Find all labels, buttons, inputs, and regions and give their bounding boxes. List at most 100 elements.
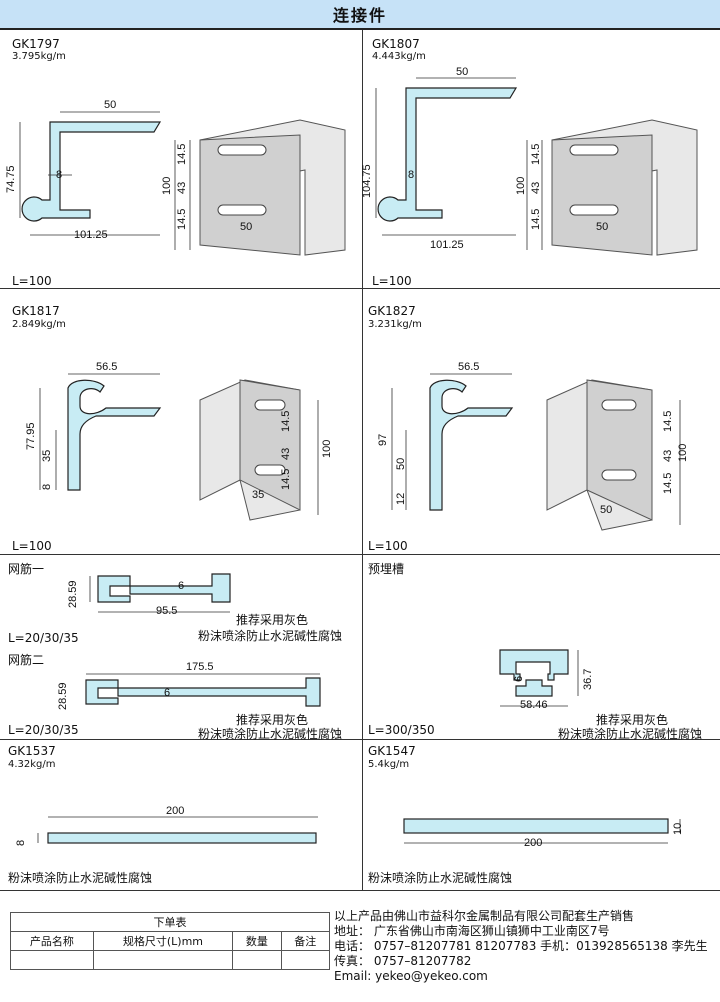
- order-table: 下单表 产品名称 规格尺寸(L)mm 数量 备注: [10, 912, 331, 970]
- dim-mid: 35: [41, 449, 53, 462]
- dim-w: 200: [524, 837, 543, 849]
- wangjin2-drawing: [85, 673, 321, 707]
- dim-mid: 50: [395, 457, 407, 470]
- grid-divider: [0, 554, 720, 555]
- dim-s1: 14.5: [530, 143, 542, 165]
- dim-slot: 35: [252, 489, 265, 501]
- header-quantity: 数量: [232, 931, 282, 951]
- product-length: L=100: [12, 539, 52, 553]
- grid-divider: [0, 288, 720, 289]
- dim-s2: 43: [176, 181, 188, 194]
- dim-t: 6: [164, 687, 171, 699]
- product-grid: [0, 30, 720, 891]
- order-cell[interactable]: [280, 950, 331, 970]
- wangjin1-drawing: [89, 573, 231, 613]
- product-code: GK1797: [12, 37, 60, 51]
- gk1537-drawing: [37, 816, 318, 844]
- note-color: 推荐采用灰色: [236, 713, 309, 727]
- product-code: GK1827: [368, 304, 416, 318]
- product-length: L=100: [12, 274, 52, 288]
- dim-slot: 50: [596, 221, 609, 233]
- product-code: 网筋二: [8, 653, 45, 667]
- phone-line: 电话： 0757–81207781 81207783 手机：0139285651…: [334, 939, 708, 953]
- product-weight: 4.443kg/m: [372, 51, 426, 62]
- gk1547-drawing: [403, 818, 681, 844]
- dim-side-height: 100: [515, 176, 527, 195]
- dim-s3: 14.5: [530, 208, 542, 230]
- dim-h: 36.7: [582, 668, 594, 690]
- product-weight: 3.231kg/m: [368, 319, 422, 330]
- page-title-bar: 连接件: [0, 0, 720, 30]
- dim-w: 95.5: [156, 605, 178, 617]
- order-cell[interactable]: [232, 950, 282, 970]
- yumaicao-drawing: [499, 649, 579, 707]
- dim-s3: 14.5: [280, 468, 292, 490]
- order-cell[interactable]: [92, 950, 234, 970]
- header-product-name: 产品名称: [10, 931, 94, 951]
- fax-line: 传真： 0757–81207782: [334, 954, 472, 968]
- note-coating: 粉沫喷涂防止水泥碱性腐蚀: [198, 629, 343, 643]
- dim-thick: 8: [408, 169, 415, 181]
- product-length: L=100: [368, 539, 408, 553]
- dim-top: 50: [104, 99, 117, 111]
- dim-height: 77.95: [25, 422, 37, 450]
- note-coating: 粉沫喷涂防止水泥碱性腐蚀: [368, 871, 513, 885]
- note-coating: 粉沫喷涂防止水泥碱性腐蚀: [558, 727, 703, 741]
- dim-side-height: 100: [677, 443, 689, 462]
- product-weight: 3.795kg/m: [12, 51, 66, 62]
- dim-s3: 14.5: [662, 472, 674, 494]
- dim-h: 28.59: [57, 682, 69, 710]
- gk1827-drawing: [391, 373, 681, 531]
- product-code: GK1817: [12, 304, 60, 318]
- dim-thick: 8: [56, 169, 63, 181]
- dim-t: 6: [513, 675, 525, 682]
- product-code: GK1537: [8, 744, 56, 758]
- dim-top: 50: [456, 66, 469, 78]
- dim-s3: 14.5: [176, 208, 188, 230]
- company-line: 以上产品由佛山市益科尔金属制品有限公司配套生产销售: [334, 909, 635, 923]
- gk1807-drawing: [375, 77, 698, 256]
- product-code: 预埋槽: [368, 562, 405, 576]
- dim-slot: 50: [240, 221, 253, 233]
- dim-w: 58.46: [520, 699, 548, 711]
- order-table-title: 下单表: [10, 912, 330, 932]
- note-coating: 粉沫喷涂防止水泥碱性腐蚀: [8, 871, 153, 885]
- dim-top: 56.5: [458, 361, 480, 373]
- dim-low: 12: [395, 492, 407, 505]
- dim-side-height: 100: [321, 439, 333, 458]
- product-weight: 2.849kg/m: [12, 319, 66, 330]
- dim-w: 200: [166, 805, 185, 817]
- email-line: Email: yekeo@yekeo.com: [334, 969, 488, 983]
- gk1797-drawing: [19, 111, 346, 256]
- dim-h: 28.59: [67, 580, 79, 608]
- product-weight: 4.32kg/m: [8, 759, 56, 770]
- order-cell[interactable]: [10, 950, 94, 970]
- dim-bottom: 101.25: [74, 229, 108, 241]
- dim-side-height: 100: [161, 176, 173, 195]
- note-coating: 粉沫喷涂防止水泥碱性腐蚀: [198, 727, 343, 741]
- grid-divider: [0, 890, 720, 891]
- page-title: 连接件: [332, 6, 387, 25]
- product-length: L=20/30/35: [8, 723, 79, 737]
- product-code: GK1547: [368, 744, 416, 758]
- dim-height: 104.75: [361, 164, 373, 198]
- product-length: L=20/30/35: [8, 631, 79, 645]
- dim-t: 6: [178, 580, 185, 592]
- dim-t: 8: [15, 839, 27, 846]
- note-color: 推荐采用灰色: [596, 713, 669, 727]
- note-color: 推荐采用灰色: [236, 613, 309, 627]
- dim-t: 10: [672, 822, 684, 835]
- dim-s2: 43: [530, 181, 542, 194]
- dim-height: 74.75: [5, 165, 17, 193]
- product-code: 网筋一: [8, 562, 45, 576]
- address-line: 地址： 广东省佛山市南海区狮山镇狮中工业南区7号: [334, 924, 610, 938]
- dim-s1: 14.5: [662, 410, 674, 432]
- dim-top: 56.5: [96, 361, 118, 373]
- order-row-blank[interactable]: [10, 950, 331, 970]
- grid-divider: [362, 30, 363, 890]
- dim-w: 175.5: [186, 661, 214, 673]
- product-length: L=100: [372, 274, 412, 288]
- grid-divider: [0, 739, 720, 740]
- dim-s1: 14.5: [280, 410, 292, 432]
- header-remark: 备注: [280, 931, 331, 951]
